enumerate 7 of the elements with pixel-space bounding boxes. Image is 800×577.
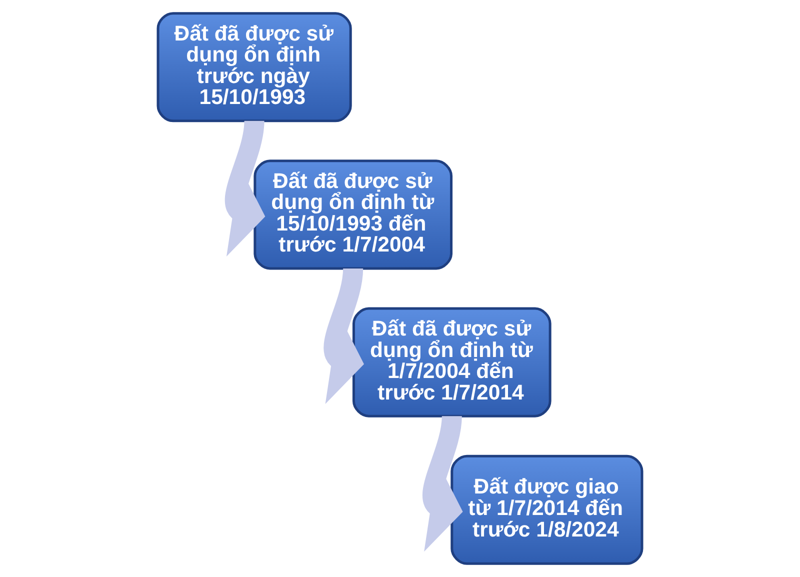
arrow: [324, 268, 364, 404]
node-box: Đất đã được sử dụng ổn định trước ngày 15/10/1993: [156, 12, 352, 122]
arrow: [224, 120, 266, 256]
arrow: [422, 415, 463, 552]
node-box: Đất được giao từ 1/7/2014 đến trước 1/8/2024: [450, 454, 644, 565]
node-box: Đất đã được sử dụng ổn định từ 1/7/2004 đến trước 1/7/2014: [352, 307, 552, 418]
node-box: Đất đã được sử dụng ổn định từ 15/10/1993 đến trước 1/7/2004: [254, 160, 453, 270]
